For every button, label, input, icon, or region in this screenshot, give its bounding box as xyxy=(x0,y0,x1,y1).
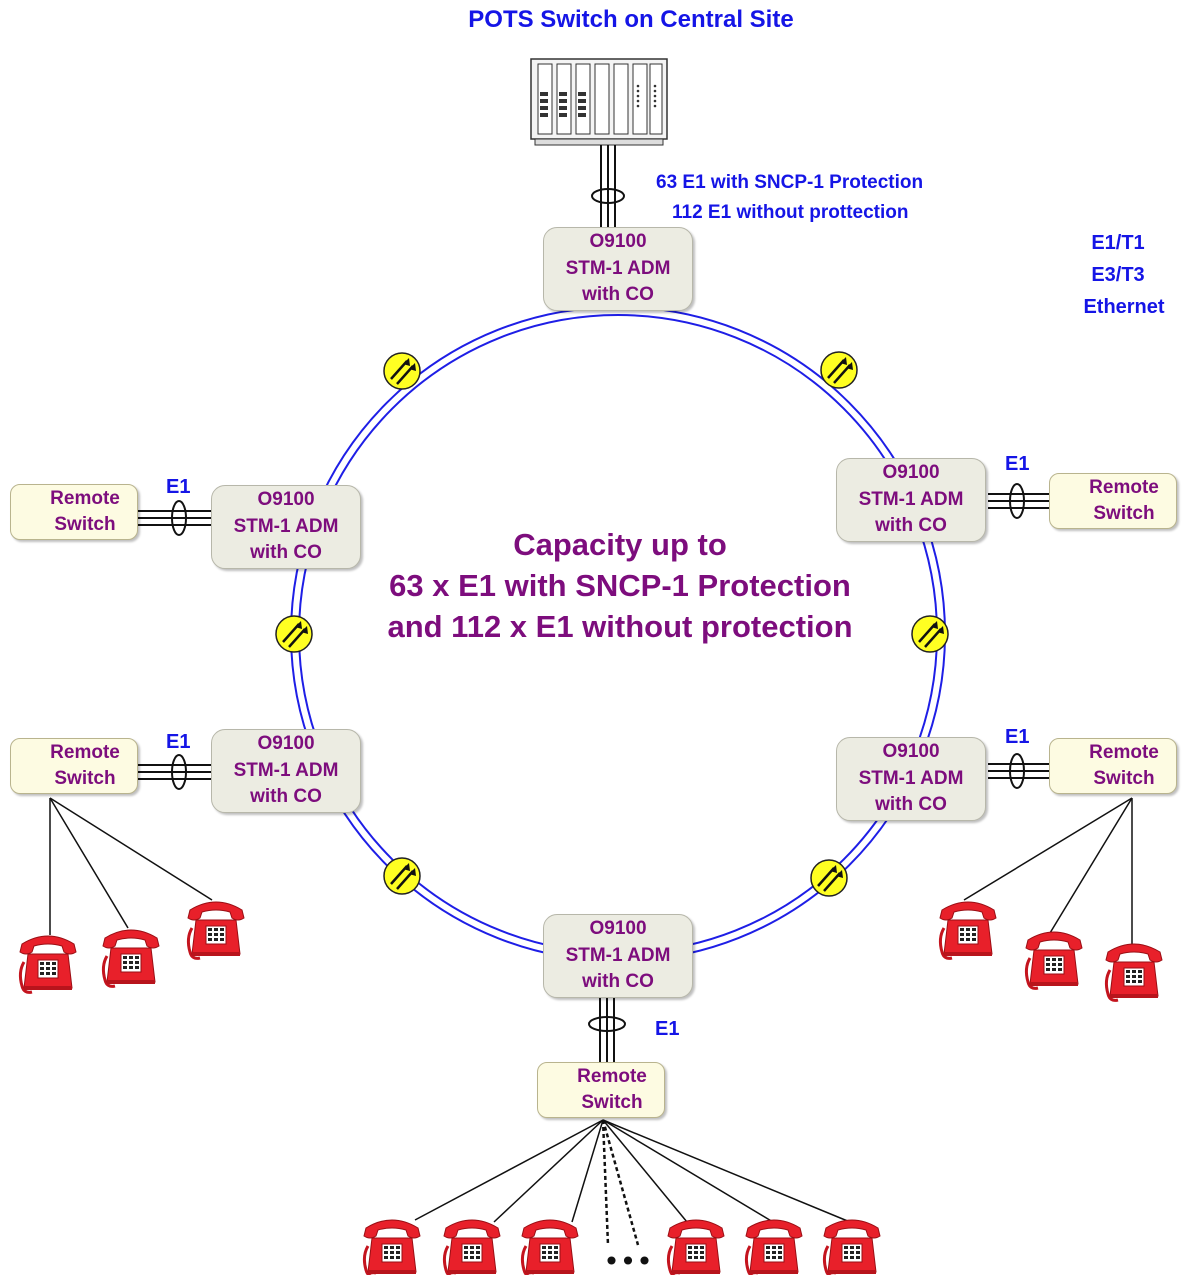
remote-switch-label: Remote xyxy=(1089,742,1159,763)
e1-link-label: E1 xyxy=(1005,726,1030,748)
amplifier-icon xyxy=(382,856,422,896)
adm-type: STM-1 ADM xyxy=(858,488,964,510)
bottom-link xyxy=(588,996,626,1062)
remote-switch-upper-left: Remote Switch xyxy=(10,484,138,540)
adm-node-lower-left: O9100 STM-1 ADM with CO xyxy=(211,729,361,813)
interface-label: E3/T3 xyxy=(1091,264,1145,286)
remote-switch-label: Switch xyxy=(54,514,116,535)
e1-link-label: E1 xyxy=(655,1018,680,1040)
central-link-unprotected-label: 112 E1 without prottection xyxy=(672,202,909,223)
red-telephone-icon xyxy=(938,900,998,960)
central-link-protection-label: 63 E1 with SNCP-1 Protection xyxy=(656,172,924,193)
diagram-title: POTS Switch on Central Site xyxy=(468,6,794,33)
remote-switch-label: Remote xyxy=(50,488,120,509)
adm-model: O9100 xyxy=(589,231,647,253)
capacity-line-3: and 112 x E1 without protection xyxy=(387,609,853,644)
remote-switch-label: Switch xyxy=(1093,503,1155,524)
pots-switch-rack-icon xyxy=(530,58,668,146)
link-upper-right xyxy=(988,483,1050,519)
amplifier-icon xyxy=(819,350,859,390)
remote-switch-upper-right: Remote Switch xyxy=(1049,473,1177,529)
remote-switch-label: Remote xyxy=(577,1066,647,1087)
red-telephone-icon xyxy=(186,900,246,960)
interface-label: E1/T1 xyxy=(1091,232,1145,254)
adm-type: STM-1 ADM xyxy=(565,257,671,279)
red-telephone-icon xyxy=(822,1218,882,1275)
red-telephone-icon xyxy=(442,1218,502,1275)
capacity-line-2: 63 x E1 with SNCP-1 Protection xyxy=(389,568,851,603)
phone-lines-bottom xyxy=(414,1119,851,1246)
adm-co: with CO xyxy=(250,786,322,808)
adm-type: STM-1 ADM xyxy=(858,767,964,789)
remote-switch-label: Remote xyxy=(50,742,120,763)
remote-switch-label: Switch xyxy=(581,1092,643,1113)
adm-model: O9100 xyxy=(257,733,315,755)
adm-model: O9100 xyxy=(882,741,940,763)
red-telephone-icon xyxy=(1024,930,1084,990)
remote-switch-bottom: Remote Switch xyxy=(537,1062,665,1118)
adm-type: STM-1 ADM xyxy=(233,759,339,781)
adm-node-lower-right: O9100 STM-1 ADM with CO xyxy=(836,737,986,821)
red-telephone-icon xyxy=(520,1218,580,1275)
remote-switch-lower-right: Remote Switch xyxy=(1049,738,1177,794)
adm-model: O9100 xyxy=(882,462,940,484)
link-lower-right xyxy=(988,753,1050,789)
remote-switch-label: Switch xyxy=(1093,768,1155,789)
capacity-label: Capacity up to 63 x E1 with SNCP-1 Prote… xyxy=(300,524,940,647)
adm-type: STM-1 ADM xyxy=(233,515,339,537)
red-telephone-icon xyxy=(1104,942,1164,1002)
adm-co: with CO xyxy=(582,284,654,306)
red-telephone-icon xyxy=(362,1218,422,1275)
amplifier-icon xyxy=(809,858,849,898)
red-telephone-icon xyxy=(101,928,161,988)
capacity-line-1: Capacity up to xyxy=(513,527,727,562)
adm-node-top: O9100 STM-1 ADM with CO xyxy=(543,227,693,311)
e1-link-label: E1 xyxy=(1005,453,1030,475)
red-telephone-icon xyxy=(18,934,78,994)
phone-lines-right xyxy=(963,797,1133,946)
phone-lines-left xyxy=(49,797,213,935)
remote-switch-label: Remote xyxy=(1089,477,1159,498)
remote-switch-lower-left: Remote Switch xyxy=(10,738,138,794)
e1-link-label: E1 xyxy=(166,476,191,498)
adm-node-upper-left: O9100 STM-1 ADM with CO xyxy=(211,485,361,569)
adm-node-bottom: O9100 STM-1 ADM with CO xyxy=(543,914,693,998)
adm-co: with CO xyxy=(582,971,654,993)
link-upper-left xyxy=(138,500,213,536)
adm-node-upper-right: O9100 STM-1 ADM with CO xyxy=(836,458,986,542)
adm-model: O9100 xyxy=(257,489,315,511)
central-link xyxy=(591,145,625,230)
red-telephone-icon xyxy=(744,1218,804,1275)
adm-model: O9100 xyxy=(589,918,647,940)
adm-co: with CO xyxy=(250,542,322,564)
adm-co: with CO xyxy=(875,794,947,816)
link-lower-left xyxy=(138,754,213,790)
interface-label: Ethernet xyxy=(1083,296,1165,318)
adm-co: with CO xyxy=(875,515,947,537)
red-telephone-icon xyxy=(666,1218,726,1275)
e1-link-label: E1 xyxy=(166,731,191,753)
amplifier-icon xyxy=(382,351,422,391)
remote-switch-label: Switch xyxy=(54,768,116,789)
adm-type: STM-1 ADM xyxy=(565,944,671,966)
ellipsis: ••• xyxy=(603,1245,653,1275)
